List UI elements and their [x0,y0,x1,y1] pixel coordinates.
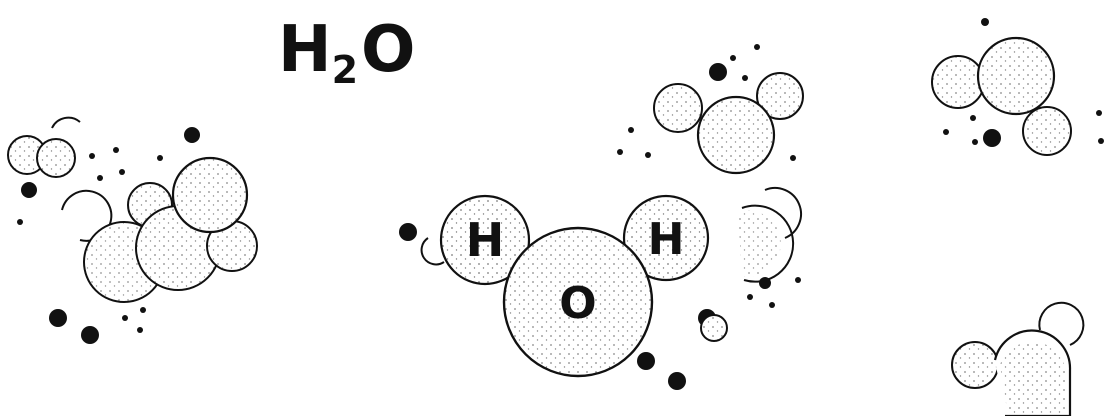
oxygen-atom: O [504,228,652,376]
atom-label-h-left: H [466,213,505,267]
atom-label-h-right: H [648,214,685,265]
top-right-molecule [932,18,1104,155]
bottom-right-molecule [952,303,1083,416]
left-molecule-cluster [8,118,257,344]
electron-dot [399,223,417,241]
upper-middle-molecule [617,44,803,173]
central-water-molecule: H H O [399,196,708,376]
atom-label-o: O [559,278,596,329]
